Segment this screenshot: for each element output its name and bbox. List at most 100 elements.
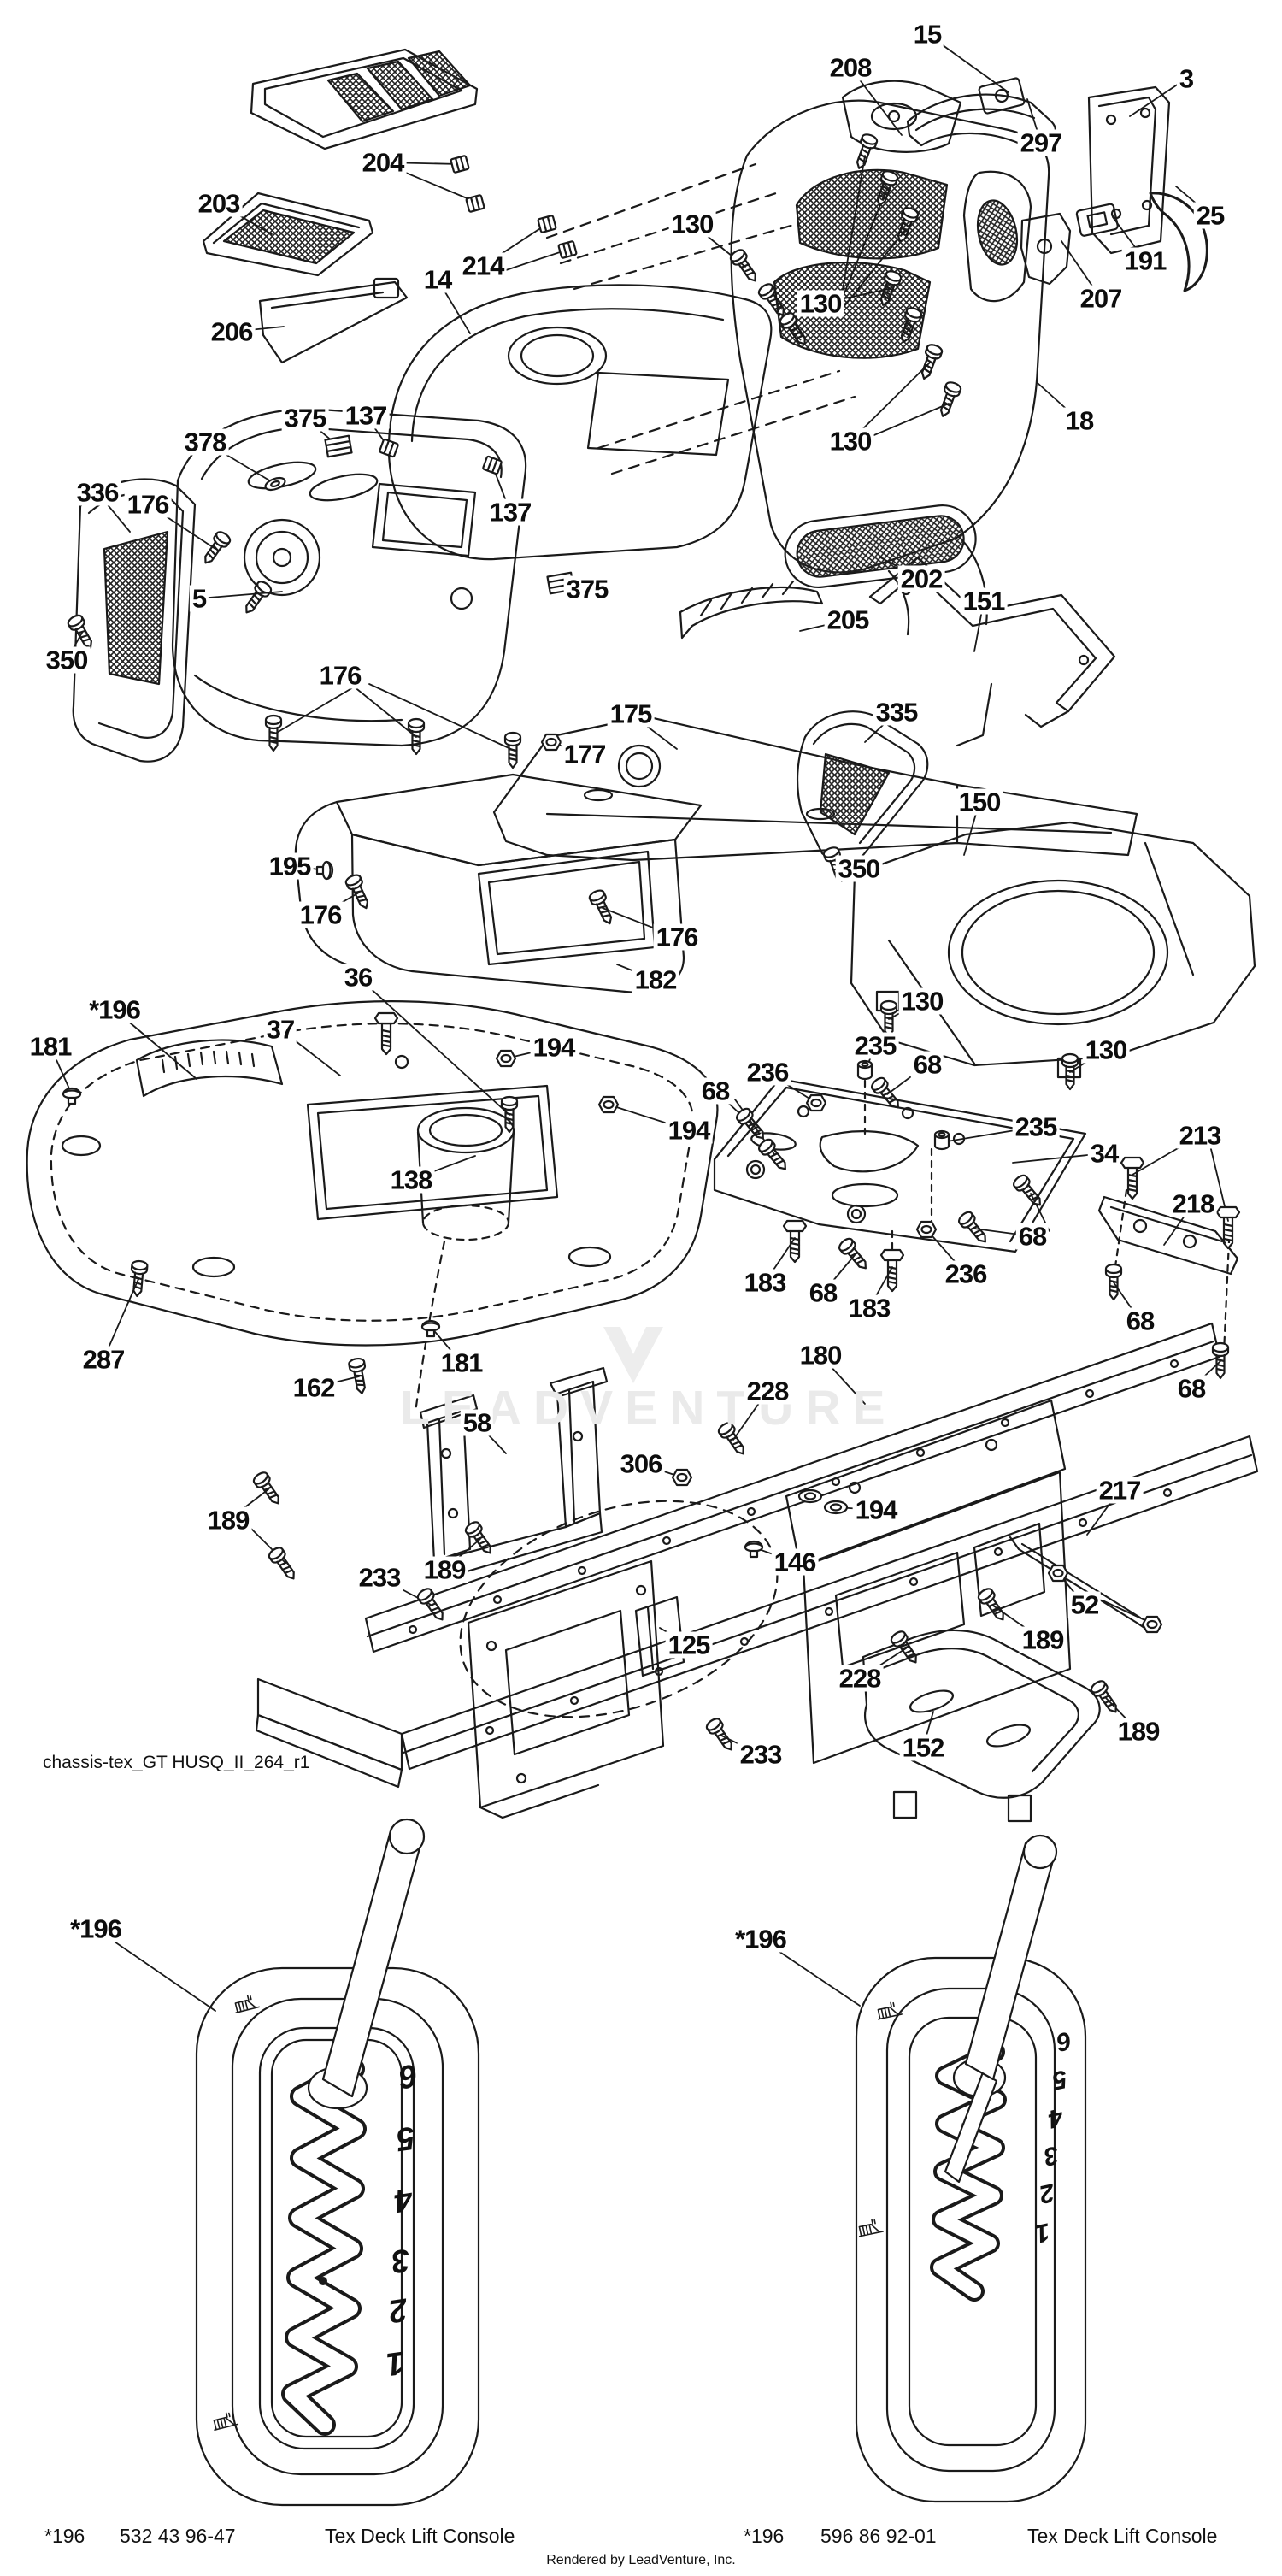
part-callout: 182 bbox=[632, 966, 679, 993]
part-callout: 194 bbox=[665, 1117, 713, 1144]
part-callout: 213 bbox=[1176, 1122, 1224, 1149]
part-callout: 306 bbox=[617, 1450, 665, 1477]
part-callout: 195 bbox=[266, 852, 314, 880]
footer-right-ref: *196 bbox=[744, 2525, 785, 2547]
part-callout: 162 bbox=[290, 1374, 338, 1401]
part-callout: 14 bbox=[420, 266, 455, 293]
part-callout: 25 bbox=[1193, 202, 1227, 229]
part-callout: 236 bbox=[744, 1058, 791, 1086]
part-callout: 130 bbox=[826, 427, 874, 455]
part-callout: 52 bbox=[1067, 1591, 1102, 1618]
part-callout: 34 bbox=[1087, 1140, 1121, 1167]
svg-text:1: 1 bbox=[384, 2344, 407, 2383]
part-callout: 194 bbox=[852, 1496, 900, 1524]
footer-right-part-number: 596 86 92-01 bbox=[820, 2525, 937, 2547]
svg-text:1: 1 bbox=[1032, 2217, 1052, 2248]
svg-text:2: 2 bbox=[386, 2290, 410, 2329]
part-callout: 137 bbox=[486, 498, 534, 526]
part-callout: 146 bbox=[771, 1548, 819, 1576]
part-callout: 236 bbox=[942, 1260, 990, 1288]
footer-left-description: Tex Deck Lift Console bbox=[325, 2525, 515, 2547]
part-callout: 18 bbox=[1062, 407, 1097, 434]
part-callout: 181 bbox=[26, 1033, 74, 1060]
part-callout: 206 bbox=[208, 318, 256, 345]
footer-left-part-number: 532 43 96-47 bbox=[120, 2525, 236, 2547]
part-callout: 203 bbox=[195, 190, 243, 217]
svg-text:3: 3 bbox=[1041, 2140, 1061, 2171]
part-callout: 5 bbox=[189, 585, 209, 612]
part-callout: 68 bbox=[806, 1279, 840, 1306]
part-callout: 218 bbox=[1169, 1190, 1217, 1217]
part-callout: 208 bbox=[826, 54, 874, 81]
part-callout: 37 bbox=[263, 1016, 297, 1043]
part-callout: 189 bbox=[1114, 1718, 1162, 1745]
part-callout: 175 bbox=[607, 700, 655, 728]
part-callout: 130 bbox=[898, 987, 946, 1015]
svg-text:4: 4 bbox=[391, 2180, 415, 2219]
part-callout: 350 bbox=[43, 646, 91, 674]
part-callout: 176 bbox=[124, 491, 172, 518]
part-callout: 217 bbox=[1096, 1477, 1144, 1504]
part-callout: 58 bbox=[460, 1409, 494, 1436]
part-callout: 228 bbox=[836, 1665, 884, 1692]
part-callout: 3 bbox=[1176, 65, 1197, 92]
footer-left-ref: *196 bbox=[44, 2525, 85, 2547]
part-callout: 36 bbox=[341, 964, 375, 991]
footer-right-description: Tex Deck Lift Console bbox=[1027, 2525, 1218, 2547]
part-callout: 297 bbox=[1017, 129, 1065, 156]
svg-text:3: 3 bbox=[389, 2242, 412, 2280]
part-callout: 183 bbox=[845, 1294, 893, 1322]
part-callout: 202 bbox=[897, 565, 945, 592]
part-callout: 233 bbox=[356, 1564, 403, 1591]
part-callout: 205 bbox=[824, 606, 872, 634]
part-callout: 207 bbox=[1077, 285, 1125, 312]
part-callout: 68 bbox=[910, 1051, 944, 1078]
part-callout: 138 bbox=[387, 1166, 435, 1194]
part-callout: 176 bbox=[316, 662, 364, 689]
part-callout: 189 bbox=[1019, 1626, 1067, 1653]
part-callout: 183 bbox=[741, 1269, 789, 1296]
leadventure-logo-mark bbox=[603, 1327, 663, 1383]
diagram-caption: chassis-tex_GT HUSQ_II_264_r1 bbox=[43, 1753, 310, 1772]
part-callout: 233 bbox=[737, 1741, 785, 1768]
part-callout: 68 bbox=[1174, 1375, 1208, 1402]
part-callout: 375 bbox=[281, 404, 329, 432]
part-callout: 336 bbox=[74, 479, 121, 506]
part-callout: 180 bbox=[797, 1341, 844, 1369]
part-callout: 235 bbox=[851, 1032, 899, 1059]
part-callout: 176 bbox=[297, 901, 344, 928]
part-callout: *196 bbox=[68, 1915, 124, 1942]
part-callout: 130 bbox=[797, 290, 844, 317]
part-callout: 189 bbox=[204, 1506, 252, 1534]
part-callout: 228 bbox=[744, 1377, 791, 1405]
part-callout: 191 bbox=[1121, 247, 1169, 274]
part-callout: 204 bbox=[359, 149, 407, 176]
part-callout: 130 bbox=[668, 210, 716, 238]
part-callout: 150 bbox=[956, 788, 1003, 816]
part-callout: 350 bbox=[835, 855, 883, 882]
part-callout: 194 bbox=[530, 1034, 578, 1061]
part-callout: 378 bbox=[181, 428, 229, 456]
part-callout: 15 bbox=[910, 21, 944, 48]
svg-text:5: 5 bbox=[393, 2119, 417, 2158]
part-callout: 214 bbox=[459, 252, 507, 280]
part-callout: *196 bbox=[732, 1925, 789, 1953]
part-callout: 181 bbox=[438, 1349, 485, 1376]
part-callout: 235 bbox=[1012, 1113, 1060, 1141]
part-callout: 287 bbox=[79, 1346, 127, 1373]
part-callout: 189 bbox=[420, 1556, 468, 1583]
part-callout: 176 bbox=[653, 923, 701, 951]
diagram-linework bbox=[26, 48, 1259, 2507]
part-callout: 177 bbox=[561, 740, 609, 768]
part-callout: *196 bbox=[86, 996, 143, 1023]
svg-text:6: 6 bbox=[396, 2057, 420, 2096]
svg-text:6: 6 bbox=[1054, 2025, 1073, 2056]
rendered-by-credit: Rendered by LeadVenture, Inc. bbox=[546, 2553, 736, 2567]
part-callout: 151 bbox=[960, 587, 1008, 615]
part-callout: 125 bbox=[665, 1631, 713, 1659]
svg-text:5: 5 bbox=[1049, 2064, 1069, 2095]
part-callout: 335 bbox=[873, 699, 920, 726]
part-callout: 68 bbox=[1015, 1223, 1050, 1250]
